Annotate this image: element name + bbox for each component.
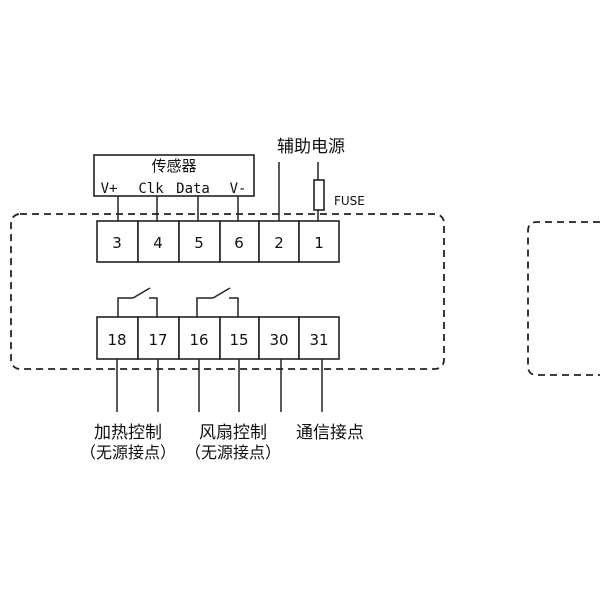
aux-power-label: 辅助电源 <box>277 137 345 157</box>
heating-control-label: 加热控制 <box>94 423 162 443</box>
terminal-3: 3 <box>112 234 122 252</box>
bottom-terminal-block <box>96 316 340 360</box>
terminal-15: 15 <box>229 331 248 349</box>
fuse-symbol <box>313 179 325 211</box>
sensor-pin-data: Data <box>176 181 210 197</box>
sensor-pin-vplus: V+ <box>101 181 118 197</box>
fan-passive-label: （无源接点） <box>185 443 281 462</box>
terminal-1: 1 <box>314 234 324 252</box>
terminal-16: 16 <box>189 331 208 349</box>
terminal-17: 17 <box>148 331 167 349</box>
terminal-30: 30 <box>269 331 288 349</box>
fan-control-label: 风扇控制 <box>199 423 267 443</box>
sensor-box <box>93 154 255 197</box>
terminal-4: 4 <box>153 234 163 252</box>
terminal-5: 5 <box>194 234 204 252</box>
heating-relay-switch <box>117 287 158 317</box>
fuse-label: FUSE <box>334 194 365 208</box>
terminal-31: 31 <box>309 331 328 349</box>
terminal-2: 2 <box>274 234 284 252</box>
heating-passive-label: （无源接点） <box>80 443 176 462</box>
top-terminal-block <box>96 220 340 263</box>
sensor-title: 传感器 <box>151 157 196 175</box>
terminal-18: 18 <box>107 331 126 349</box>
main-enclosure <box>10 213 445 370</box>
side-enclosure <box>527 221 600 376</box>
terminal-6: 6 <box>234 234 244 252</box>
sensor-pin-vminus: V- <box>230 181 247 197</box>
fan-relay-switch <box>196 287 239 317</box>
sensor-pin-clk: Clk <box>138 181 164 197</box>
comm-contact-label: 通信接点 <box>296 423 364 443</box>
